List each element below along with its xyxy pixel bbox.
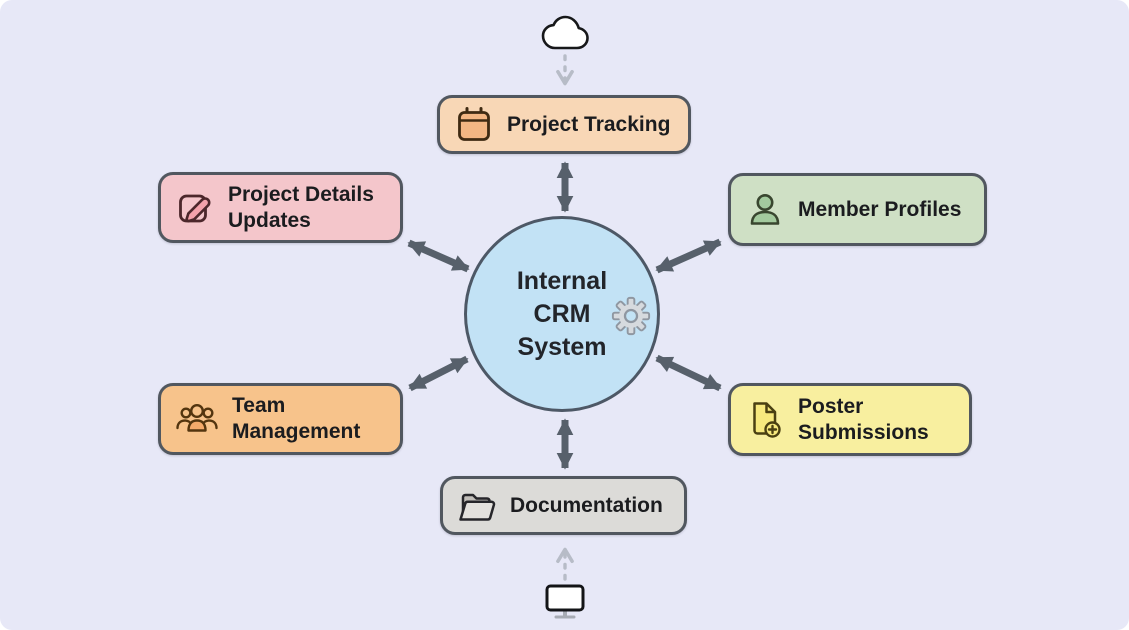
hub-internal-crm-system: Internal CRM System [464,216,660,412]
team-people-icon [176,403,218,432]
node-project-tracking: Project Tracking [437,95,691,154]
node-label: Project Details Updates [228,182,374,232]
node-label: Poster Submissions [798,394,929,444]
node-label: Member Profiles [798,197,962,221]
node-label: Project Tracking [507,112,671,136]
edit-pencil-icon [179,194,211,222]
arrow-hub-member-profiles [655,238,722,274]
calendar-icon [458,106,490,141]
node-project-details-updates: Project Details Updates [158,172,403,243]
node-member-profiles: Member Profiles [728,173,987,246]
cloud-icon [541,15,589,50]
arrow-hub-team-management [408,355,469,392]
document-add-icon [753,401,781,438]
hub-title-line: System [517,332,607,361]
node-documentation: Documentation [440,476,687,535]
monitor-icon [545,584,585,619]
folder-open-icon [459,493,496,521]
person-icon [750,193,780,225]
gear-icon [611,296,651,336]
arrow-hub-poster-submissions [655,354,722,392]
hub-title-line: Internal [516,266,608,295]
node-label: Documentation [510,493,663,517]
arrow-hub-project-details-updates [407,239,470,273]
node-label: Team Management [232,394,361,443]
node-poster-submissions: Poster Submissions [728,383,972,456]
node-team-management: Team Management [158,383,403,455]
hub-title-line: CRM [533,299,591,328]
